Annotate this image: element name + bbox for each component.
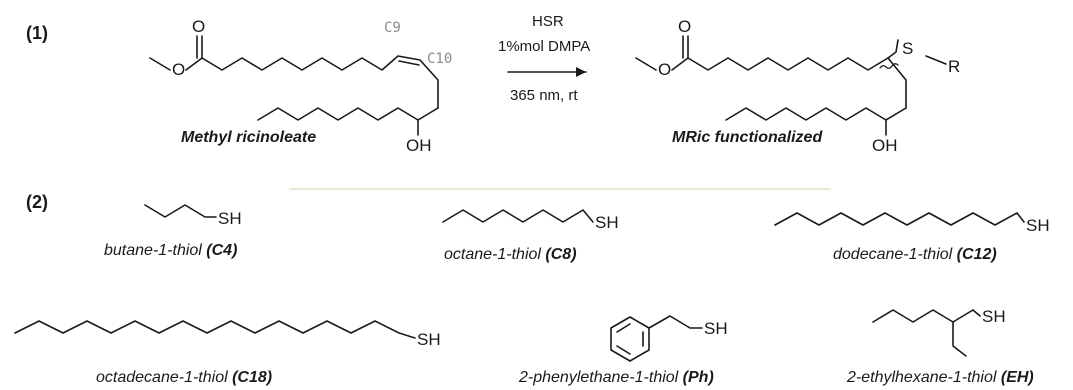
c8-sh: SH [595,213,619,232]
thioether-r-bond [925,55,947,65]
product-ester-o-bond [671,57,689,71]
ester-o-bond [185,57,203,71]
ethyl-linker [648,315,703,329]
c10-label: C10 [427,51,453,67]
thiol-label-c12: dodecane-1-thiol (C12) [833,247,997,263]
product-ester-o: O [658,60,672,79]
product-sulfur: S [902,39,914,58]
butanethiol-chain [144,204,217,218]
thiol-label-c8: octane-1-thiol (C8) [444,247,577,263]
product-name: MRic functionalized [672,129,823,146]
thiol-label-eh: 2-ethylhexane-1-thiol (EH) [847,370,1034,386]
reaction-arrow [507,67,587,77]
reactant-hydroxyl: OH [406,136,432,155]
ricinoleate-main-chain [201,55,439,109]
product-carbonyl-o: O [678,17,692,36]
c4-sh: SH [218,209,242,228]
catalyst-label: 1%mol DMPA [498,38,591,55]
regio-wavy-bond [879,63,899,69]
ph-sh: SH [704,319,728,338]
thiol-label-c18: octadecane-1-thiol (C18) [96,370,272,386]
ethyl-branch [952,321,967,357]
thiol-name: octane-1-thiol [444,246,541,263]
section-label-2: (2) [26,192,48,212]
thiol-code: (C8) [545,246,577,263]
ethylhexyl-main-chain [872,309,981,323]
thiol-code: (C4) [206,242,238,259]
product-hexyl-tail [725,107,887,121]
dodecanethiol-chain [774,212,1025,226]
thiol-code: (C12) [956,246,997,263]
thiol-name: dodecane-1-thiol [833,246,953,263]
c12-sh: SH [1026,216,1050,235]
ethylhexanethiol-structure [872,309,981,357]
octanethiol-chain [442,209,594,223]
thiol-name: 2-ethylhexane-1-thiol [847,369,997,386]
thiol-name: butane-1-thiol [104,242,202,259]
section-label-1: (1) [26,23,48,43]
phenylethanethiol-structure [610,315,703,362]
reactant-ester-o: O [172,60,186,79]
thiol-code: (Ph) [682,369,714,386]
thiol-code: (EH) [1000,369,1034,386]
reactant-carbonyl-o: O [192,17,206,36]
product-hydroxyl-carbon-bonds [885,107,907,136]
c18-sh: SH [417,330,441,349]
c9-label: C9 [384,20,401,36]
ester-methyl-bond [149,57,171,71]
product-r-group: R [948,57,961,76]
product-main-chain [687,57,907,109]
hydroxyl-carbon-bonds [417,107,439,136]
benzene-ring [610,316,650,362]
reactant-name: Methyl ricinoleate [181,129,317,146]
c9-c10-double-bond [398,60,420,66]
thiol-name: 2-phenylethane-1-thiol [519,369,679,386]
mric-functionalized-skeleton [635,35,947,136]
product-ester-methyl-bond [635,57,657,71]
thioether-bond [887,39,899,59]
reagent-label: HSR [532,13,564,30]
thiol-code: (C18) [232,369,273,386]
thiol-label-ph: 2-phenylethane-1-thiol (Ph) [519,370,714,386]
eh-sh: SH [982,307,1006,326]
light-condition-label: 365 nm, rt [510,87,578,104]
hexyl-tail [257,107,419,121]
methyl-ricinoleate-skeleton [149,35,439,136]
thiol-label-c4: butane-1-thiol (C4) [104,243,237,259]
product-hydroxyl: OH [872,136,898,155]
octadecanethiol-chain [14,320,416,339]
thiol-name: octadecane-1-thiol [96,369,228,386]
